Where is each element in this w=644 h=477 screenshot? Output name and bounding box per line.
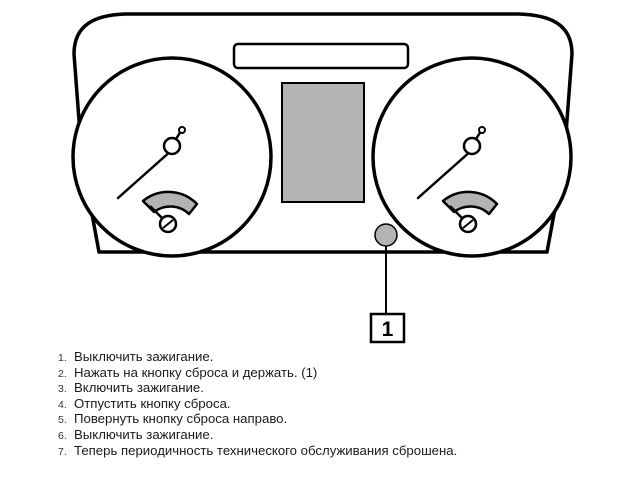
right-sub-gauge-arc (441, 190, 499, 216)
right-gauge-needle-tip-dot (478, 126, 486, 134)
left-sub-gauge-needle (149, 205, 164, 220)
step-number: 6. (58, 429, 67, 442)
step-item: 2. Нажать на кнопку сброса и держать. (1) (58, 365, 457, 381)
right-gauge-needle (416, 148, 474, 200)
upper-display-window (232, 42, 410, 70)
reset-button (374, 223, 398, 247)
left-gauge-dial (71, 56, 273, 258)
right-gauge-dial (371, 56, 573, 258)
step-number: 7. (58, 445, 67, 458)
right-gauge (371, 56, 573, 258)
step-number: 2. (58, 367, 67, 380)
step-text: Нажать на кнопку сброса и держать. (1) (74, 364, 318, 380)
step-item: 1. Выключить зажигание. (58, 349, 457, 365)
callout-number: 1 (382, 318, 394, 341)
step-item: 7. Теперь периодичность технического обсл… (58, 443, 457, 459)
cluster-housing (72, 12, 574, 254)
left-gauge (71, 56, 273, 258)
step-number: 1. (58, 352, 67, 364)
step-number: 4. (58, 398, 67, 411)
right-sub-gauge-pivot-mark (462, 219, 474, 229)
left-sub-gauge-pivot-mark (162, 219, 174, 229)
left-gauge-needle (116, 148, 174, 200)
step-text: Выключить зажигание. (74, 426, 214, 442)
step-text: Включить зажигание. (74, 380, 204, 396)
right-sub-gauge-needle (449, 205, 464, 220)
right-gauge-needle-pivot (462, 136, 482, 156)
step-item: 4. Отпустить кнопку сброса. (58, 396, 457, 412)
left-gauge-needle-pivot (162, 136, 182, 156)
left-sub-gauge-arc (141, 190, 199, 216)
step-text: Теперь периодичность технического обслуж… (74, 442, 458, 458)
instruction-steps-list: 1. Выключить зажигание. 2. Нажать на кнопк… (58, 349, 457, 458)
instrument-cluster-diagram: 1 (71, 12, 574, 344)
step-item: 6. Выключить зажигание. (58, 427, 457, 443)
step-text: Повернуть кнопку сброса направо. (74, 411, 288, 427)
step-number: 5. (58, 414, 67, 427)
left-gauge-needle-tip-dot (178, 126, 186, 134)
step-text: Отпустить кнопку сброса. (74, 395, 231, 411)
step-item: 5. Повернуть кнопку сброса направо. (58, 411, 457, 427)
step-item: 3. Включить зажигание. (58, 380, 457, 396)
step-number: 3. (58, 383, 67, 396)
center-display (281, 82, 365, 203)
step-text: Выключить зажигание. (74, 349, 214, 364)
callout-box (369, 312, 406, 344)
